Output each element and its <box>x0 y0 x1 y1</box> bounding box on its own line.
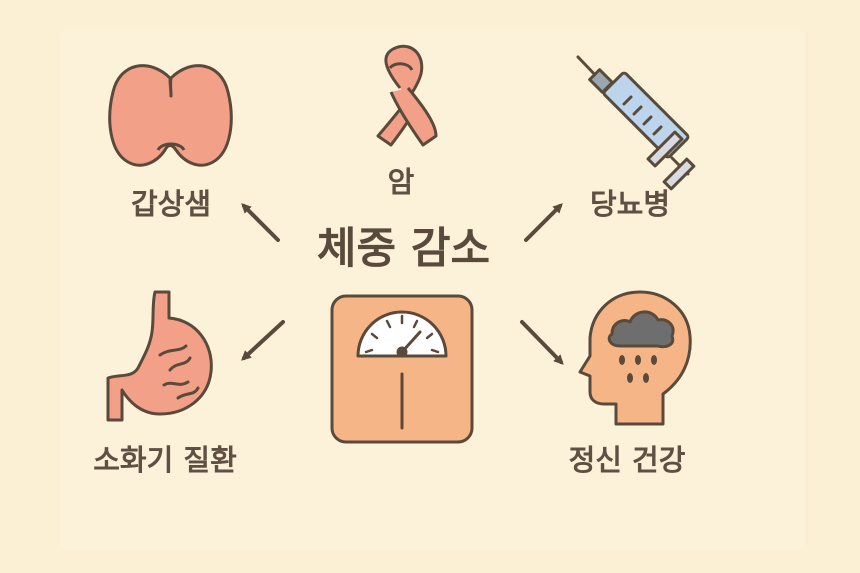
scale-icon <box>330 294 474 444</box>
stomach-icon <box>106 290 213 422</box>
label-diabetes: 당뇨병 <box>589 187 671 221</box>
thyroid-icon <box>108 64 233 167</box>
arrow-to-diabetes <box>524 203 563 242</box>
head-raincloud-icon <box>578 290 692 426</box>
label-mental: 정신 건강 <box>568 443 686 477</box>
arrow-to-digestive <box>241 320 285 361</box>
label-cancer: 암 <box>387 165 415 199</box>
center-title: 체중 감소 <box>316 224 491 274</box>
arrow-to-mental <box>520 320 564 365</box>
ribbon-icon <box>376 44 438 147</box>
label-thyroid: 갑상샘 <box>130 187 212 221</box>
arrow-to-thyroid <box>241 203 280 242</box>
syringe-icon <box>576 55 696 191</box>
arrows <box>241 203 564 365</box>
label-digestive: 소화기 질환 <box>93 443 237 477</box>
